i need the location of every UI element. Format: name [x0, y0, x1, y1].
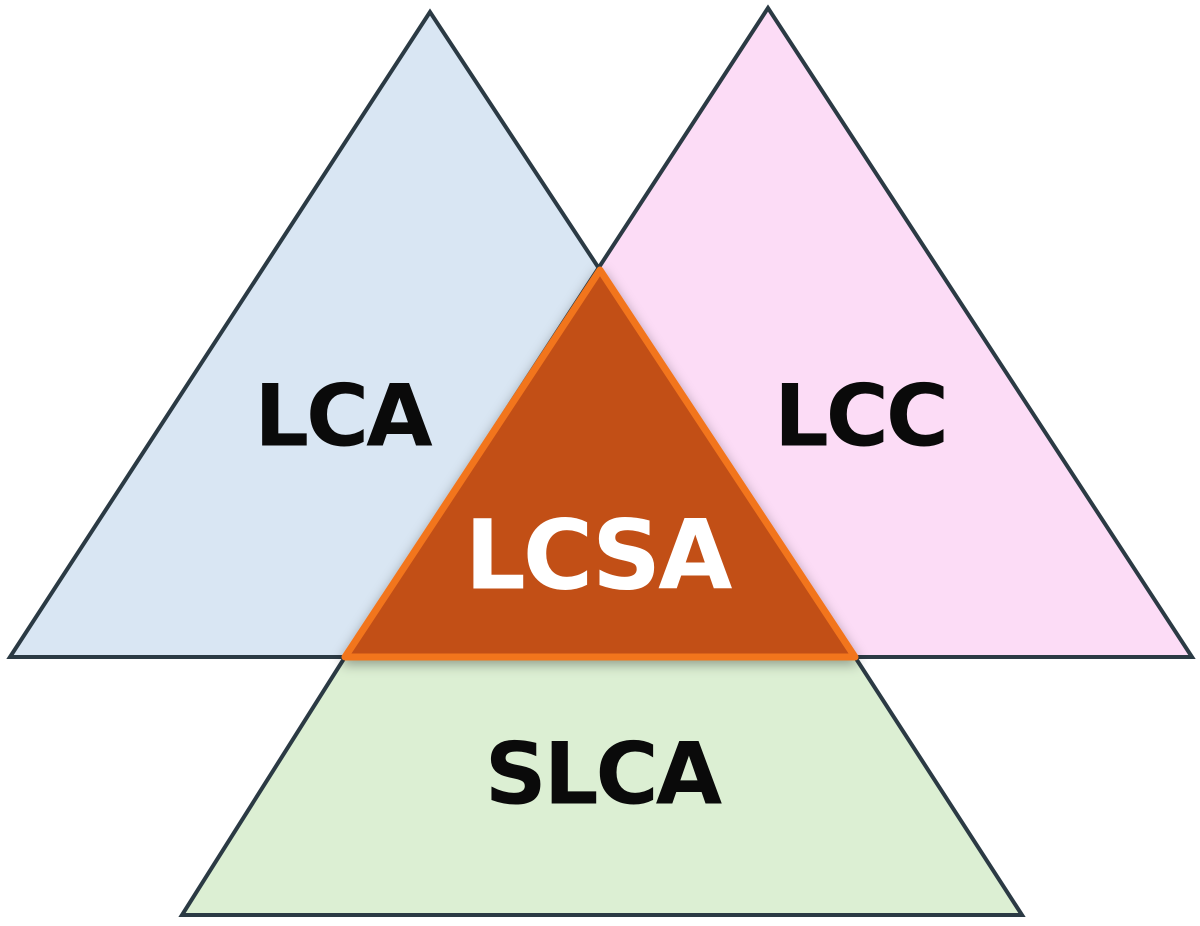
lcsa-triangle [341, 266, 859, 661]
lcc-label: LCC [774, 366, 946, 466]
lca-label: LCA [254, 366, 433, 466]
lcsa-label: LCSA [465, 499, 733, 611]
slca-label: SLCA [485, 724, 723, 824]
